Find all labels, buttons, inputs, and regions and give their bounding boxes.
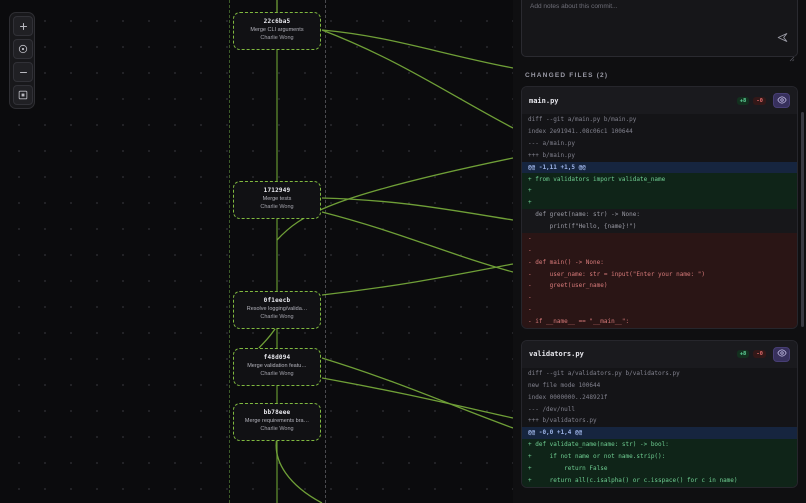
commit-subject: Merge validation featu… (247, 363, 307, 370)
commit-node[interactable]: 0f1eecb Resolve logging/valida… Charlie … (233, 291, 321, 329)
additions-badge: +8 (736, 96, 750, 105)
file-header[interactable]: validators.py +8 -0 (522, 340, 797, 368)
file-header[interactable]: main.py +8 -0 (522, 87, 797, 114)
graph-canvas[interactable]: 22c6ba5 Merge CLI arguments Charlie Wong… (0, 0, 513, 503)
commit-subject: Merge CLI arguments (250, 27, 304, 34)
diff-line: + def validate_name(name: str) -> bool: (522, 439, 797, 451)
file-name: validators.py (529, 350, 584, 359)
changed-files-title: CHANGED FILES (2) (525, 72, 609, 79)
file-card: main.py +8 -0 diff --git a/main.py b/mai… (521, 86, 798, 329)
commit-note-section: Add notes about this commit... (521, 0, 798, 62)
diff-line: index 0000000..248921f (522, 391, 797, 404)
commit-author: Charlie Wong (260, 35, 294, 42)
commit-hash: 1712949 (263, 187, 291, 194)
commit-node[interactable]: 22c6ba5 Merge CLI arguments Charlie Wong (233, 12, 321, 50)
diff-line: + (522, 197, 797, 209)
target-icon (18, 44, 28, 54)
toggle-diff-button[interactable] (773, 345, 790, 363)
eye-icon (776, 92, 787, 110)
zoom-out-button[interactable] (13, 62, 33, 82)
eye-icon (776, 345, 787, 363)
lane-guide-left (229, 0, 230, 503)
fit-view-button[interactable] (13, 85, 33, 105)
diff-line: + (522, 185, 797, 198)
diff-line: - def main() -> None: (522, 256, 797, 269)
diff-line: - user_name: str = input("Enter your nam… (522, 268, 797, 281)
diff-line: +++ b/main.py (522, 149, 797, 162)
diff-line: print(f"Hello, {name}!") (522, 220, 797, 233)
commit-details-panel: Add notes about this commit... CHANGED F… (513, 0, 806, 503)
diff-line: new file mode 100644 (522, 379, 797, 392)
diff-line: @@ -1,11 +1,5 @@ (522, 161, 797, 174)
commit-hash: 22c6ba5 (263, 18, 291, 25)
recenter-button[interactable] (13, 39, 33, 59)
commit-subject: Merge tests (262, 196, 292, 203)
commit-author: Charlie Wong (260, 314, 294, 321)
commit-note-placeholder: Add notes about this commit... (530, 3, 618, 10)
diff-line: def greet(name: str) -> None: (522, 209, 797, 221)
toggle-diff-button[interactable] (773, 93, 790, 108)
diff-line: diff --git a/validators.py b/validators.… (522, 367, 797, 380)
commit-node[interactable]: bb78eee Merge requirements bra… Charlie … (233, 403, 321, 441)
commit-node[interactable]: 1712949 Merge tests Charlie Wong (233, 181, 321, 219)
diff-line: - if __name__ == "__main__": (522, 315, 797, 328)
diff-line: - greet(user_name) (522, 280, 797, 293)
additions-badge: +8 (736, 350, 750, 359)
zoom-in-button[interactable] (13, 16, 33, 36)
commit-note-box[interactable]: Add notes about this commit... (521, 0, 798, 62)
resize-grip[interactable] (789, 49, 795, 62)
diff-line: --- a/main.py (522, 137, 797, 150)
commit-hash: f48d094 (263, 354, 291, 361)
file-name: main.py (529, 96, 559, 105)
diff-line: + if not name or not name.strip(): (522, 450, 797, 463)
diff-line: - (522, 244, 797, 257)
commit-hash: 0f1eecb (263, 297, 291, 304)
send-icon[interactable] (777, 30, 788, 48)
diff-body: diff --git a/main.py b/main.py index 2e9… (522, 114, 797, 328)
graph-edges (258, 0, 513, 503)
diff-body: diff --git a/validators.py b/validators.… (522, 367, 797, 487)
panel-scrollbar[interactable] (801, 112, 804, 327)
diff-line: +++ b/validators.py (522, 415, 797, 428)
diff-line: - (522, 304, 797, 316)
commit-author: Charlie Wong (260, 371, 294, 378)
commit-subject: Resolve logging/valida… (246, 306, 308, 313)
commit-node[interactable]: f48d094 Merge validation featu… Charlie … (233, 348, 321, 386)
minus-icon (19, 68, 28, 77)
deletions-badge: -0 (753, 96, 766, 105)
diff-line: - (522, 292, 797, 304)
diff-line: + return all(c.isalpha() or c.isspace() … (522, 474, 797, 487)
diff-line: + from validators import validate_name (522, 173, 797, 186)
diff-line: @@ -0,0 +1,4 @@ (522, 427, 797, 439)
diff-line: --- /dev/null (522, 403, 797, 416)
diff-line: - (522, 232, 797, 245)
diff-line: diff --git a/main.py b/main.py (522, 114, 797, 126)
lane-guide-right (325, 0, 326, 503)
plus-icon (19, 22, 28, 31)
commit-author: Charlie Wong (260, 204, 294, 211)
frame-icon (18, 90, 28, 100)
deletions-badge: -0 (753, 350, 766, 359)
commit-author: Charlie Wong (260, 426, 294, 433)
canvas-zoom-toolbar[interactable] (9, 12, 35, 109)
commit-subject: Merge requirements bra… (244, 418, 310, 425)
diff-line: + return False (522, 462, 797, 475)
diff-line: index 2e91941..08c06c1 100644 (522, 125, 797, 138)
commit-hash: bb78eee (263, 409, 291, 416)
file-card: validators.py +8 -0 diff --git a/validat… (521, 339, 798, 488)
